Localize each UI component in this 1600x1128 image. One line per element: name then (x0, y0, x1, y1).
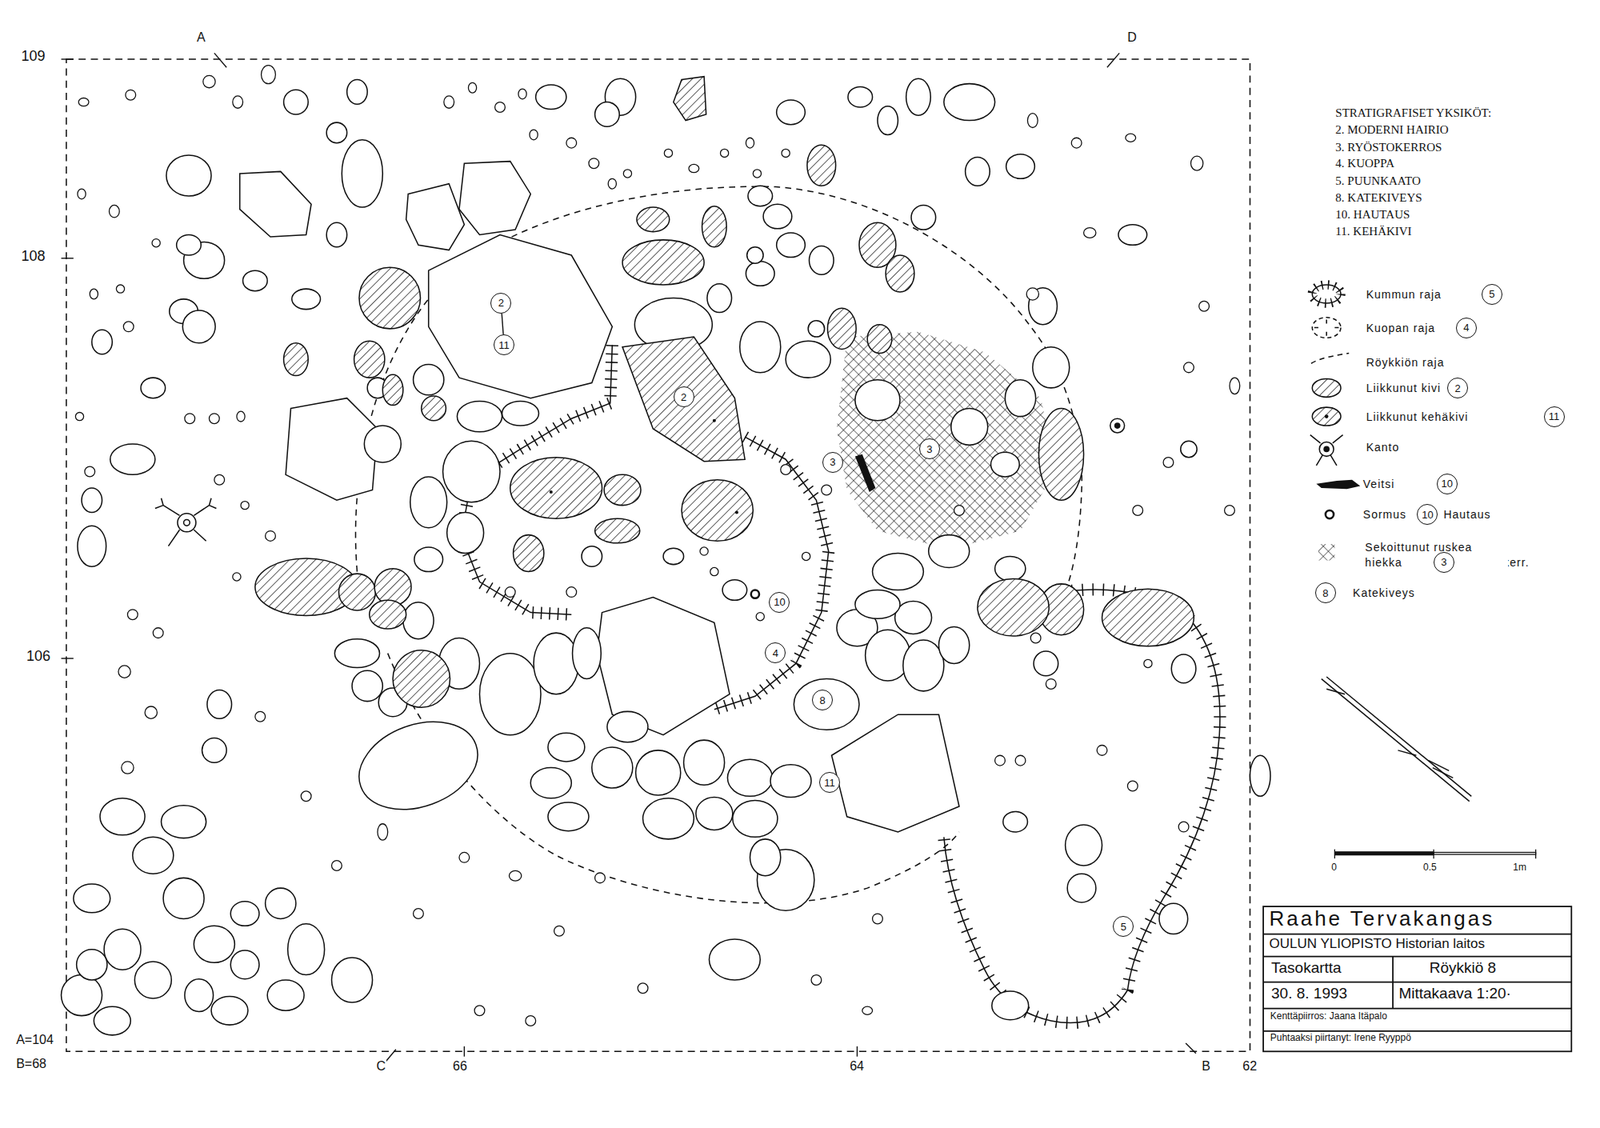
callout-text: 3 (926, 444, 932, 455)
callout-number: 2 (490, 292, 512, 314)
stratigraphy-unit: 11. KEHÄKIVI (1334, 224, 1412, 239)
callout-number: 10 (1436, 473, 1458, 495)
callout-text: 10 (773, 596, 785, 608)
grid-coordinate: A (196, 30, 207, 45)
callout-text: 3 (829, 456, 836, 468)
grid-coordinate: 62 (1241, 1059, 1258, 1074)
legend-text: Kummun raja (1365, 288, 1443, 301)
callout-number: 2 (1447, 377, 1468, 399)
grid-coordinate: D (1126, 30, 1138, 45)
title-block-text: Puhtaaksi piirtanyt: Irene Ryyppö (1269, 1032, 1412, 1044)
stratigraphy-unit: 4. KUOPPA (1334, 156, 1396, 171)
scale-label: 0 (1330, 862, 1338, 874)
grid-coordinate: C (375, 1059, 387, 1074)
stratigraphy-unit: 8. KATEKIVEYS (1334, 191, 1423, 205)
callout-text: 4 (772, 648, 779, 659)
legend-text: Veitsi (1362, 477, 1396, 491)
legend-text: Katekiveys (1352, 586, 1416, 600)
callout-text: 4 (1463, 322, 1469, 333)
callout-text: 2 (498, 297, 504, 308)
legend-text: Kuopan raja (1365, 321, 1437, 335)
callout-text: 10 (1440, 478, 1452, 489)
title-block-text: OULUN YLIOPISTO Historian laitos (1268, 936, 1486, 952)
callout-number: 4 (764, 642, 786, 664)
callout-number: 3 (822, 452, 844, 473)
grid-coordinate: 64 (848, 1059, 865, 1074)
leader-connector (501, 313, 504, 335)
callout-text: 5 (1120, 921, 1127, 932)
legend-text: Röykkiön raja (1365, 356, 1446, 369)
callout-text: 2 (680, 392, 687, 403)
callout-text: 11 (1548, 411, 1560, 422)
grid-coordinate: A=104 (15, 1032, 55, 1048)
title-block-text: Tasokartta (1270, 959, 1343, 977)
callout-number: 11 (1544, 406, 1565, 428)
legend-text: Sormus (1362, 508, 1408, 521)
legend-note: Hautaus (1442, 508, 1492, 521)
callout-text: 5 (1488, 288, 1495, 300)
callout-number: 2 (673, 386, 695, 408)
grid-coordinate: 66 (452, 1059, 468, 1074)
callout-number: 3 (1433, 552, 1455, 573)
legend-text: Liikkunut kivi (1365, 381, 1442, 395)
callout-text: 11 (824, 777, 836, 788)
stratigraphy-unit: 2. MODERNI HAIRIO (1334, 123, 1449, 137)
legend-text: Kanto (1365, 440, 1401, 454)
callout-number: 10 (1416, 504, 1438, 525)
grid-coordinate: 108 (20, 248, 47, 265)
callout-number: 4 (1456, 317, 1477, 339)
callout-text: 10 (1421, 509, 1433, 520)
scale-label: 1m (1512, 862, 1528, 874)
stratigraphy-unit: 3. RYÖSTOKERROS (1334, 140, 1443, 155)
callout-number: 5 (1481, 284, 1503, 305)
callout-text: 11 (498, 340, 510, 351)
grid-coordinate: B=68 (15, 1056, 48, 1072)
callout-number: 11 (493, 334, 515, 356)
callout-text: 8 (1322, 588, 1328, 599)
callout-number: 11 (819, 772, 840, 793)
grid-coordinate: 106 (25, 648, 52, 665)
callout-text: 3 (1440, 556, 1447, 568)
title-block-text: Röykkiö 8 (1428, 959, 1497, 977)
callout-number: 3 (919, 438, 940, 460)
callout-text: 8 (819, 695, 825, 706)
stratigraphy-unit: STRATIGRAFISET YKSIKÖT: (1334, 106, 1492, 120)
stratigraphy-unit: 5. PUUNKAATO (1334, 174, 1421, 188)
callout-number: 8 (1315, 582, 1336, 604)
title-block-text: Kenttäpiirros: Jaana Itäpalo (1269, 1011, 1388, 1023)
grid-coordinate: B (1200, 1059, 1212, 1074)
stratigraphy-unit: 10. HAUTAUS (1334, 208, 1411, 222)
callout-number: 5 (1112, 916, 1134, 937)
scale-label: 0.5 (1422, 862, 1438, 874)
callout-number: 10 (768, 592, 790, 613)
grid-coordinate: 109 (20, 48, 47, 65)
callout-text: 2 (1454, 383, 1460, 394)
title-text: Raahe Tervakangas (1268, 907, 1496, 932)
legend-text: Liikkunut kehäkivi (1365, 410, 1470, 424)
callout-number: 8 (812, 689, 833, 711)
title-block-text: Mittakaava 1:20· (1397, 984, 1512, 1003)
title-block-text: 30. 8. 1993 (1270, 984, 1348, 1003)
